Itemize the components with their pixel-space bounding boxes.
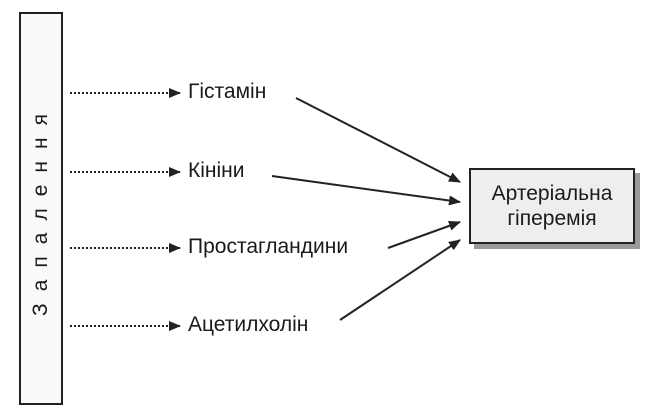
arrow-histamine-to-result: [295, 97, 461, 183]
result-box: Артеріальна гіперемія: [469, 168, 635, 244]
arrow-prostaglandins-to-result: [387, 221, 461, 249]
result-label: Артеріальна гіперемія: [491, 181, 613, 230]
mediator-kinins: Кініни: [188, 159, 245, 182]
mediator-acetylcholine: Ацетилхолін: [188, 313, 309, 336]
mediator-prostaglandins: Простагландини: [188, 235, 349, 258]
arrow-kinins-to-result: [271, 175, 461, 206]
arrow-acetylcholine-to-result: [339, 239, 461, 321]
source-bar: Запалення: [19, 12, 63, 405]
source-label: Запалення: [29, 101, 52, 316]
mediator-histamine: Гістамін: [188, 80, 267, 103]
